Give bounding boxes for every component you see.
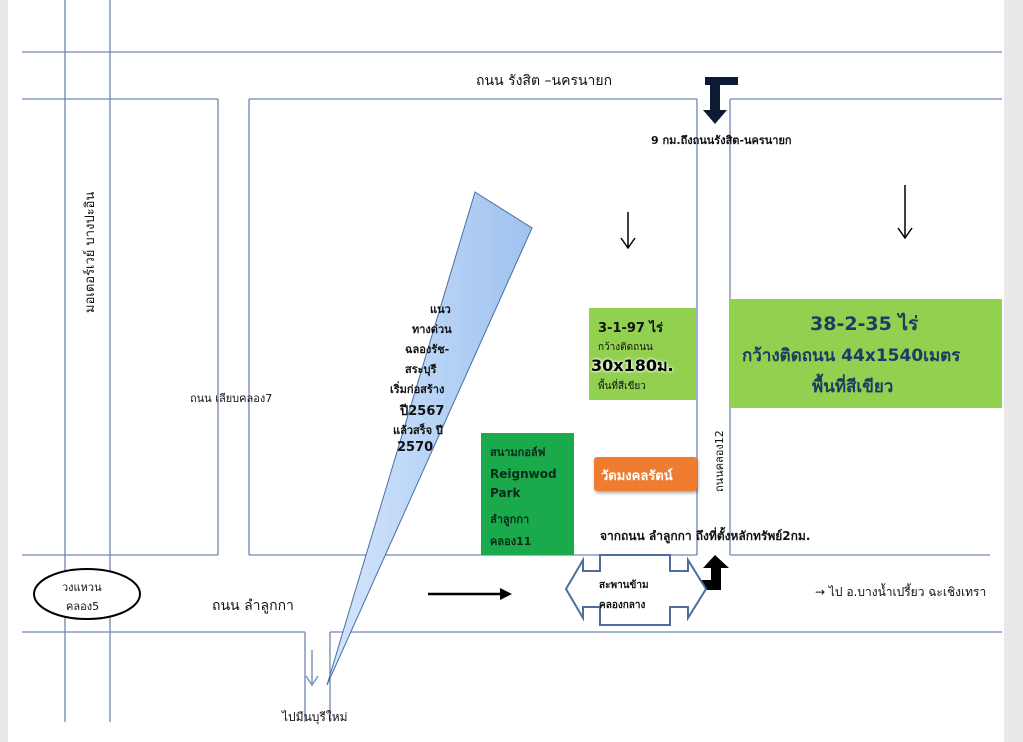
plot-small-frontage-label: กว้างติดถนน [598,342,653,353]
expressway-text-2: ทางด่วน [412,323,452,336]
golf-text-1: สนามกอล์ฟ [490,446,546,459]
golf-text-4: ลำลูกกา [490,513,530,526]
bridge-label-2: คลองกลาง [599,600,646,611]
expressway-text-3: ฉลองรัช- [405,343,450,356]
label-rangsit-nakhonnayok-road: ถนน รังสิต –นครนายก [476,73,613,89]
plot-large-frontage: กว้างติดถนน 44x1540เมตร [742,346,961,366]
ring-road-khlong5-ellipse [33,568,141,620]
expressway-text-8: 2570 [397,440,434,455]
label-liap-khlong7-road: ถนน เลียบคลอง7 [190,392,273,405]
plot-large: 38-2-35 ไร่ กว้างติดถนน 44x1540เมตร พื้น… [730,299,1002,408]
arrow-right-lamlukka-head [500,588,512,600]
expressway-text-1: แนว [430,303,451,316]
expressway-corridor [326,191,533,686]
expressway-text-4: สระบุรี [405,363,437,376]
arrow-down-small-plot-head [620,237,636,250]
golf-text-5: คลอง11 [490,535,532,548]
expressway-text-6: ปี2567 [400,404,445,419]
golf-text-3: Park [490,486,521,500]
label-to-bang-nam-prieo: → ไป อ.บางน้ำเปรี้ยว ฉะเชิงเทรา [815,585,987,599]
label-khlong12-road: ถนนคลอง12 [713,430,726,492]
label-khlong5: คลอง5 [66,600,100,613]
bridge-label-1: สะพานข้าม [599,580,649,591]
temple-label: วัดมงคลรัตน์ [601,469,673,484]
bent-arrow-to-site-top [703,77,738,124]
label-motorway-bangpakong: มอเตอร์เวย์ บางปะอิน [83,191,98,313]
plot-small-area: 3-1-97 ไร่ [598,321,664,336]
label-ring-road: วงแหวน [62,581,102,594]
golf-text-2: Reignwod [490,467,557,481]
plot-small-zone: พื้นที่สีเขียว [598,381,646,392]
expressway-text-7: แล้วสร็จ ปี [393,424,443,437]
label-lam-luk-ka-road: ถนน ลำลูกกา [212,598,294,614]
direction-arrows [305,185,913,687]
label-distance-to-rangsit: 9 กม.ถึงถนนรังสิต-นครนายก [651,134,792,147]
plot-large-area: 38-2-35 ไร่ [810,313,919,335]
plot-large-zone: พื้นที่สีเขียว [812,377,894,397]
arrow-down-large-plot-head [897,227,913,240]
bridge-khlong-klang-shape [564,554,708,626]
label-to-minburi: ไปมีนบุรีใหม่ [282,710,348,724]
golf-course-reignwood: สนามกอล์ฟ Reignwod Park ลำลูกกา คลอง11 [481,433,574,555]
label-distance-from-lamlukka: จากถนน ลำลูกกา ถึงที่ตั้งหลักทรัพย์2กม. [600,529,811,543]
expressway-text-5: เริ่มก่อสร้าง [390,383,445,396]
plot-small-dimensions: 30x180ม. [591,356,674,375]
plot-small: 3-1-97 ไร่ กว้างติดถนน 30x180ม. พื้นที่ส… [589,308,696,400]
temple-wat-mongkolrat: วัดมงคลรัตน์ [594,457,697,491]
arrow-down-minburi-head [305,675,319,687]
